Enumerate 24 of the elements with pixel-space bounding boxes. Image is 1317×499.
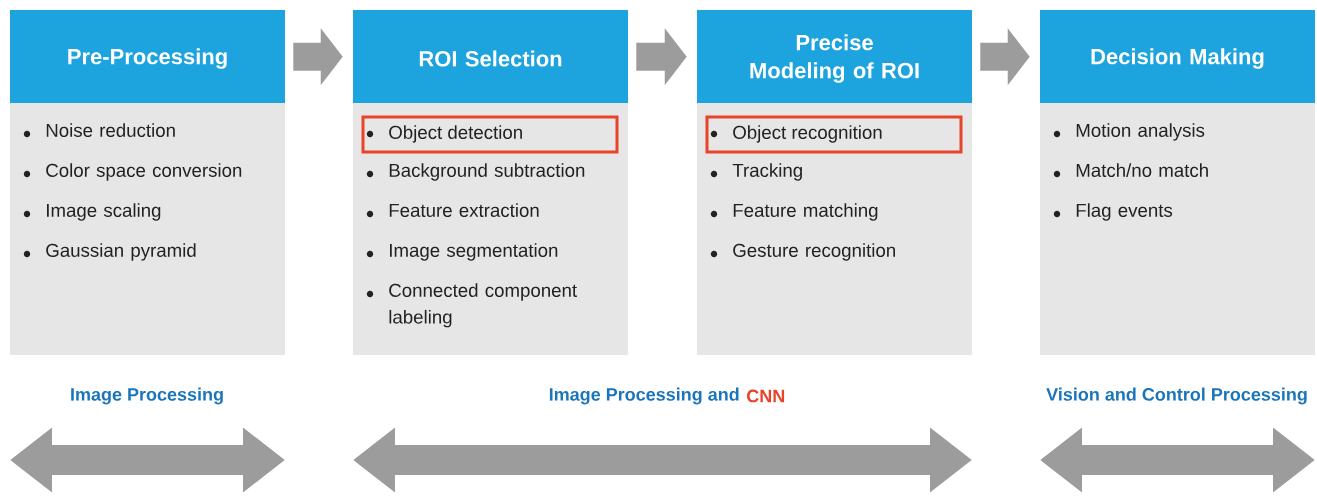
- bullet-item: Image segmentation: [366, 243, 558, 261]
- highlight-word: CNN: [747, 389, 785, 403]
- highlight-box: Object recognition: [705, 115, 963, 154]
- bullet-item: Background subtraction: [366, 163, 585, 181]
- node-label: Decision Making: [1091, 48, 1264, 69]
- node-label: Precise Modeling of ROI: [750, 34, 919, 83]
- bullet-item: Tracking: [710, 163, 802, 181]
- node-label: ROI Selection: [419, 50, 562, 67]
- bullet-item: Flag events: [1053, 203, 1173, 221]
- bullet-item: Feature matching: [710, 203, 878, 221]
- bullet-item: Image scaling: [23, 203, 161, 221]
- section-label: Vision and Control Processing: [1046, 387, 1307, 405]
- bullet-item: Feature extraction: [366, 203, 539, 218]
- bullet-item: Gaussian pyramid: [23, 243, 196, 261]
- section-label: Image Processing: [71, 387, 223, 405]
- section-label: Image Processing and: [549, 387, 739, 405]
- bullet-item: Gesture recognition: [710, 243, 895, 261]
- node-label: Pre-Processing: [68, 48, 227, 69]
- bullet-item: Noise reduction: [23, 123, 175, 138]
- bullet-item: Color space conversion: [23, 163, 242, 181]
- bullet-item: Match/no match: [1053, 163, 1208, 178]
- bullet-item: Motion analysis: [1053, 123, 1205, 141]
- bullet-item: Connected component labeling: [366, 283, 577, 328]
- highlight-box: Object detection: [361, 115, 619, 154]
